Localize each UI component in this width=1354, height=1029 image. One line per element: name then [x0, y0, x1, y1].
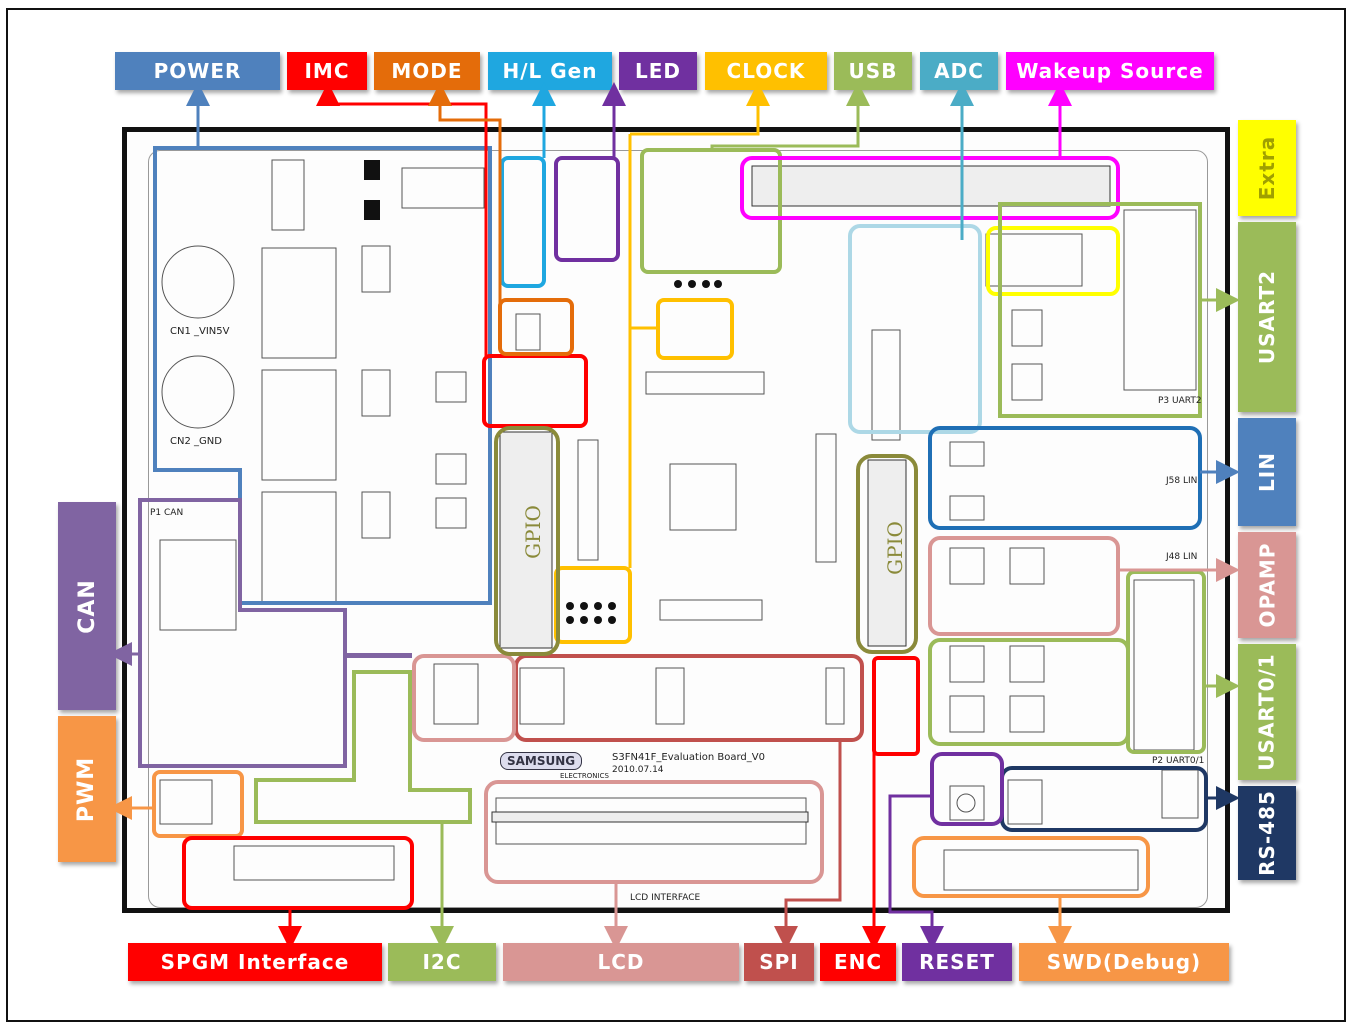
- connector-arrows: [120, 94, 1228, 938]
- i2c-region: [256, 672, 470, 822]
- gpio-right-label: GPIO: [883, 521, 907, 575]
- usb-arrow: [712, 94, 858, 150]
- usart01-region: [930, 640, 1128, 744]
- power-region: [155, 148, 490, 603]
- imc-arrow: [328, 94, 486, 356]
- adc-region: [850, 226, 980, 432]
- cn1-terminal: [162, 246, 234, 318]
- pwm-region: [154, 772, 242, 836]
- reset-arrow: [890, 796, 932, 938]
- p1-can-label: P1 CAN: [150, 508, 183, 518]
- p3-uart2-text: P3 UART2: [1158, 396, 1202, 406]
- led-region: [556, 158, 618, 260]
- board-date: 2010.07.14: [612, 765, 664, 775]
- rs485-region: [1002, 768, 1206, 830]
- lcd-interface-text: LCD INTERFACE: [630, 893, 700, 903]
- reset-region: [932, 754, 1002, 824]
- opamp-region: [930, 538, 1118, 634]
- lin-region: [930, 428, 1200, 528]
- imc-region: [484, 356, 586, 426]
- p2-uart-text: P2 UART0/1: [1152, 756, 1204, 766]
- header-pins: [492, 166, 1110, 822]
- hlgen-region: [502, 158, 544, 286]
- board-title: S3FN41F_Evaluation Board_V0: [612, 752, 765, 763]
- j48-lin-text: J48 LIN: [1166, 552, 1197, 562]
- clock-region: [658, 300, 732, 358]
- cn2-terminal: [162, 356, 234, 428]
- extra-region: [988, 228, 1118, 294]
- gpio-left-label: GPIO: [521, 505, 545, 559]
- swd-region: [914, 838, 1148, 896]
- spi-arrow: [786, 740, 840, 938]
- spi-region: [516, 656, 862, 740]
- usart01-region-2: [1128, 572, 1204, 752]
- electronics-text: ELECTRONICS: [560, 772, 609, 780]
- cn2-label: CN2 _GND: [170, 436, 222, 447]
- group-outlines: [140, 148, 1206, 908]
- mode-region: [500, 300, 572, 354]
- clock-line: [630, 94, 758, 568]
- samsung-logo: SAMSUNG: [500, 752, 582, 770]
- enc-region: [874, 658, 918, 754]
- lcd-region-small: [414, 656, 514, 740]
- j58-lin-text: J58 LIN: [1166, 476, 1197, 486]
- mcu-chip: [670, 464, 736, 530]
- spgm-region: [184, 838, 412, 908]
- lcd-region: [486, 782, 822, 882]
- cn1-label: CN1 _VIN5V: [170, 326, 229, 337]
